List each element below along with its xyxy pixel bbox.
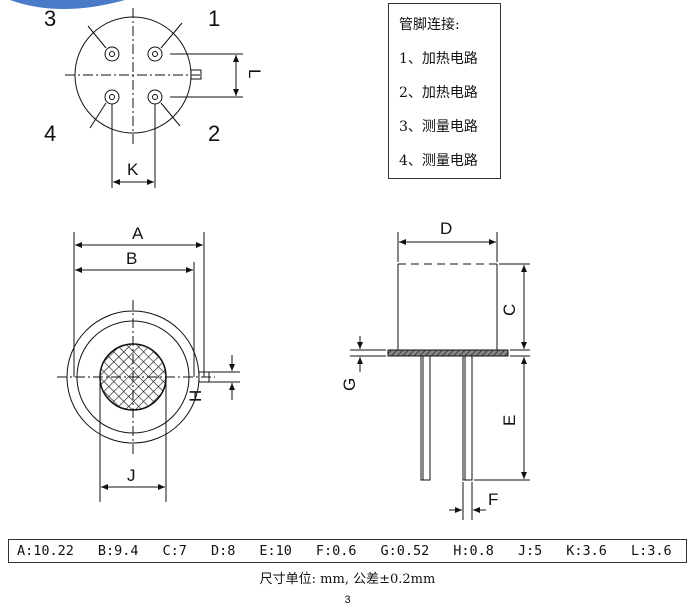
pin-number-1: 1 bbox=[208, 6, 220, 31]
dim-label-h: H bbox=[186, 390, 205, 402]
flange bbox=[387, 349, 509, 357]
dim-label-k: K bbox=[127, 160, 139, 179]
unit-note: 尺寸单位: mm, 公差±0.2mm bbox=[259, 572, 436, 587]
side-pin-right bbox=[462, 355, 473, 481]
pin-item-3: 3、测量电路 bbox=[399, 119, 478, 135]
top-view bbox=[57, 232, 240, 502]
dim-value-g: G:0.52 bbox=[380, 543, 430, 559]
dim-value-d: D:8 bbox=[210, 543, 236, 559]
dim-value-c: C:7 bbox=[162, 543, 187, 559]
dim-value-j: J:5 bbox=[517, 543, 543, 559]
dim-value-b: B:9.4 bbox=[97, 543, 139, 559]
dim-label-d: D bbox=[440, 219, 452, 238]
pin-item-4: 4、测量电路 bbox=[399, 153, 478, 169]
dim-value-a: A:10.22 bbox=[17, 543, 74, 559]
pin-item-2: 2、加热电路 bbox=[399, 85, 478, 101]
pin-1 bbox=[147, 46, 163, 62]
dim-label-j: J bbox=[127, 466, 136, 485]
dim-label-e: E bbox=[500, 415, 519, 426]
pin-number-3: 3 bbox=[44, 6, 56, 31]
dim-value-h: H:0.8 bbox=[453, 543, 494, 559]
page-number: 3 bbox=[344, 594, 351, 606]
dim-value-k: K:3.6 bbox=[566, 543, 607, 559]
dim-label-c: C bbox=[500, 304, 519, 316]
dim-label-l: L bbox=[245, 69, 264, 78]
dim-label-b: B bbox=[126, 249, 137, 268]
dim-value-f: F:0.6 bbox=[315, 543, 357, 559]
dim-label-f: F bbox=[488, 490, 498, 509]
pin-4 bbox=[104, 89, 120, 105]
pin-number-4: 4 bbox=[44, 121, 56, 146]
side-view bbox=[350, 232, 530, 520]
bottom-view bbox=[65, 8, 243, 188]
pin-2 bbox=[147, 89, 163, 105]
corner-decoration bbox=[10, 0, 125, 9]
side-pin-left bbox=[420, 355, 431, 481]
index-tab bbox=[190, 69, 202, 80]
dim-label-a: A bbox=[132, 224, 144, 243]
dim-label-g: G bbox=[340, 378, 359, 391]
pin-number-2: 2 bbox=[208, 121, 220, 146]
dim-value-l: L:3.6 bbox=[630, 543, 672, 559]
dim-value-e: E:10 bbox=[259, 543, 292, 559]
pin-item-1: 1、加热电路 bbox=[399, 51, 478, 67]
pin-connection-table: 管脚连接: 1、加热电路 2、加热电路 3、测量电路 4、测量电路 bbox=[388, 3, 501, 179]
pin-table-title: 管脚连接: bbox=[399, 17, 460, 33]
dimension-table: A:10.22 B:9.4 C:7 D:8 E:10 F:0.6 G:0.52 … bbox=[8, 539, 687, 563]
pin-3 bbox=[104, 46, 120, 62]
